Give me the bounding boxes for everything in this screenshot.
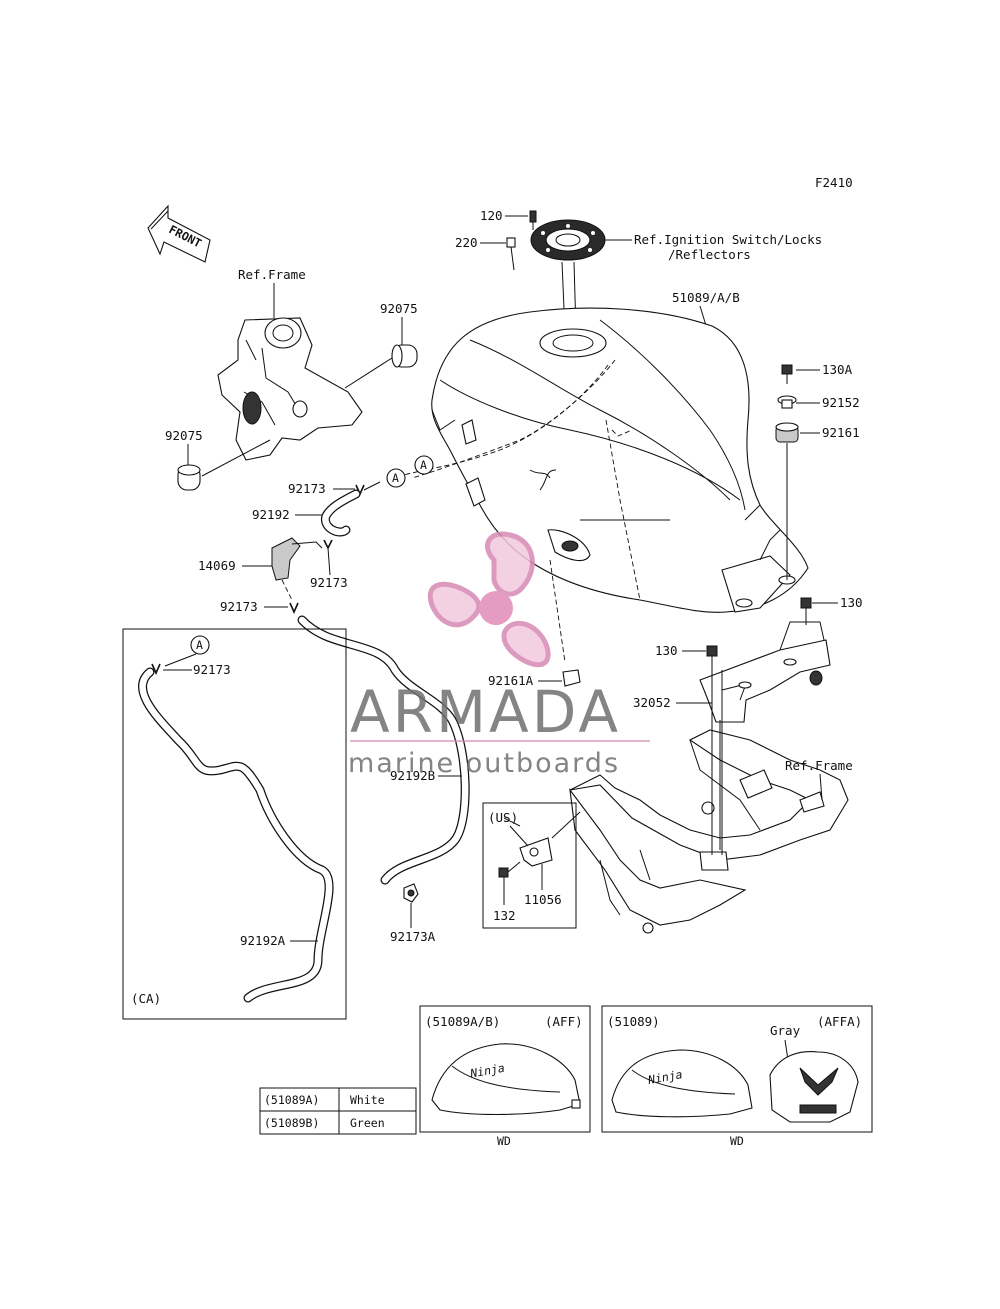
label-92161A: 92161A [488,673,534,688]
variant-left-code: (51089A/B) [425,1014,500,1029]
grommet-92075-top [391,344,418,368]
label-14069: 14069 [198,558,236,573]
variant-box-left: (51089A/B) (AFF) Ninja WD [419,1005,591,1148]
color-table-row-2-color: Green [350,1116,385,1130]
propeller-logo-icon [427,531,551,668]
svg-text:Ninja: Ninja [646,1067,684,1087]
bolt-120 [529,210,537,230]
bolt-130-right [800,597,812,625]
label-92192A: 92192A [240,933,286,948]
color-table-row-1-part: (51089A) [264,1093,319,1107]
hose-92192 [320,489,361,537]
label-92161: 92161 [822,425,860,440]
hose-92192B [297,615,470,885]
label-92173-b: 92173 [310,575,348,590]
bracket-32052 [699,621,831,723]
bolt-220 [506,237,516,271]
clamp-92173-d [151,663,161,675]
collar-92152 [777,395,797,409]
color-table-row-1-color: White [350,1093,385,1107]
tank-variant-right-image: Ninja [611,1049,859,1123]
callout-a-1-text: A [392,471,399,485]
ref-ignition-label-1: Ref.Ignition Switch/Locks [634,232,822,247]
callout-a-3: A [190,635,210,655]
ref-ignition-label-2: /Reflectors [668,247,751,262]
label-130-right: 130 [840,595,863,610]
watermark-tagline: marine outboards [348,748,620,779]
callout-a-2: A [414,455,434,475]
variant-left-caption: WD [497,1134,511,1148]
clamp-92173-b [323,539,333,550]
label-220: 220 [455,235,478,250]
label-92173-d: 92173 [193,662,231,677]
variant-right-color-note: Gray [770,1023,801,1038]
label-130-mid: 130 [655,643,678,658]
damper-92161 [775,422,799,443]
frame-head-bracket [217,317,363,461]
variant-right-market: (AFFA) [817,1014,862,1029]
label-120: 120 [480,208,503,223]
label-130A: 130A [822,362,853,377]
label-32052: 32052 [633,695,671,710]
label-51089: 51089/A/B [672,290,740,305]
armada-watermark: ARMADA marine outboards [348,531,650,779]
front-arrow-icon: FRONT [147,204,211,263]
bolt-130-mid [706,645,718,670]
tank-variant-left-image: Ninja [431,1043,581,1116]
label-92173-a: 92173 [288,481,326,496]
color-table-row-2-part: (51089B) [264,1116,319,1130]
variant-left-market: (AFF) [545,1014,583,1029]
label-92192: 92192 [252,507,290,522]
clamp-92173-c [289,602,299,614]
label-132: 132 [493,908,516,923]
watermark-brand: ARMADA [350,678,621,746]
label-92173-c: 92173 [220,599,258,614]
variant-right-caption: WD [730,1134,744,1148]
ca-box-label: (CA) [131,991,161,1006]
label-92173A: 92173A [390,929,436,944]
grommet-92075-left [177,464,201,491]
us-detail-box: (US) 11056 132 [482,802,577,929]
hose-92192A [138,667,334,1003]
callout-a-3-text: A [196,638,203,652]
callout-a-1: A [386,468,406,488]
rear-frame [569,729,849,934]
label-92192B: 92192B [390,768,435,783]
svg-text:Ninja: Ninja [468,1061,506,1081]
bolt-130A [781,364,793,384]
fuel-cap-ring [530,219,606,261]
figure-code: F2410 [815,175,853,190]
label-92152: 92152 [822,395,860,410]
variant-box-right: (51089) (AFFA) Gray Ninja WD [601,1005,873,1148]
ref-frame-right-label: Ref.Frame [785,758,853,773]
label-11056: 11056 [524,892,562,907]
damper-92161A [562,669,581,687]
clip-92173A [403,883,419,903]
callout-a-2-text: A [420,458,427,472]
label-92075-top: 92075 [380,301,418,316]
variant-right-code: (51089) [607,1014,660,1029]
ca-detail-box: A 92173 92192A (CA) [122,628,347,1020]
fuel-tank-51089 [431,307,809,613]
label-92075-left: 92075 [165,428,203,443]
ref-frame-top-label: Ref.Frame [238,267,306,282]
color-table: (51089A) White (51089B) Green [259,1087,417,1135]
joint-14069 [271,537,323,581]
